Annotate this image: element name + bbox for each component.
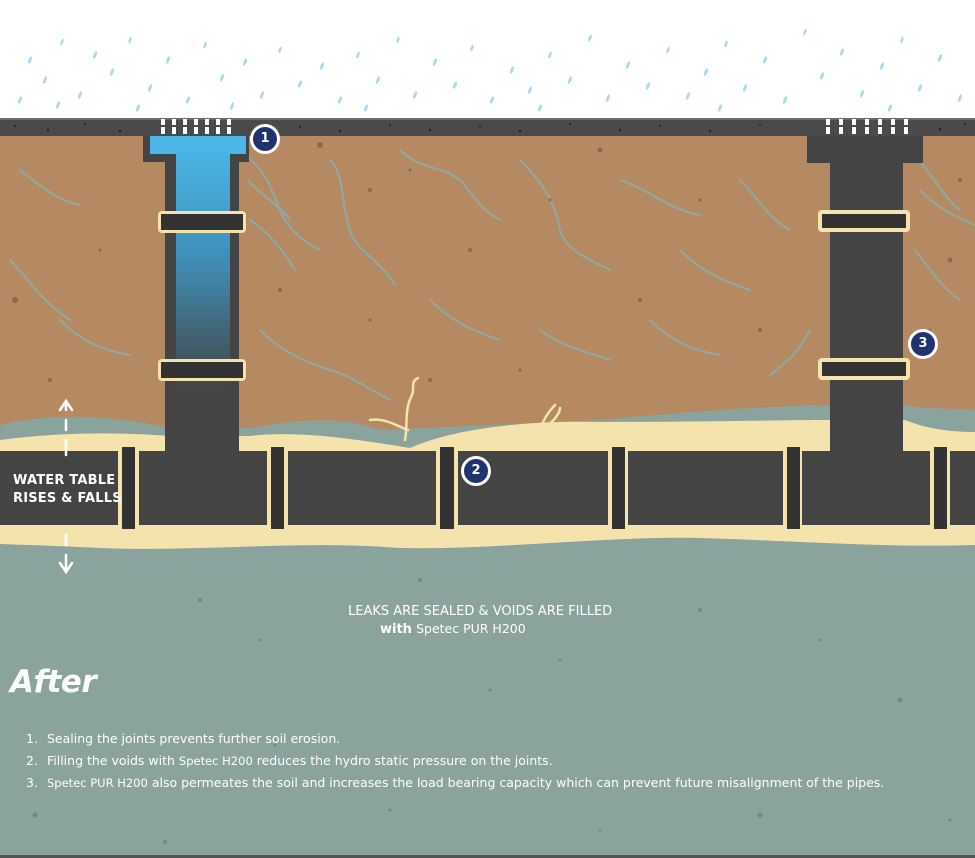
list-item: 2. Filling the voids with Spetec H200 re… — [26, 753, 553, 768]
rain-icon — [18, 28, 962, 112]
horizontal-pipe — [0, 451, 975, 525]
pipe-joints — [119, 446, 949, 530]
caption-line1: LEAKS ARE SEALED & VOIDS ARE FILLED — [348, 604, 613, 619]
caption-prefix: with — [380, 622, 412, 637]
pavement-gravel — [14, 123, 966, 133]
caption-line2: with Spetec PUR H200 — [300, 620, 682, 638]
groundwater-specks — [32, 578, 952, 844]
left-drain-grate-icon — [161, 119, 231, 134]
water-table-line1: WATER TABLE — [13, 473, 116, 488]
soil-cracks — [9, 149, 975, 401]
water-table-arrow-icon — [58, 398, 74, 575]
callout-badge-1: 1 — [250, 124, 280, 154]
grout-permeation-cracks — [368, 376, 562, 442]
left-vertical-pipe — [143, 136, 249, 456]
water-table-label: WATER TABLE RISES & FALLS — [13, 472, 122, 508]
brand-name: Spetec PUR H200 — [46, 776, 148, 790]
soil-layer — [0, 136, 975, 436]
page-title: After — [10, 664, 97, 700]
diagram-caption: LEAKS ARE SEALED & VOIDS ARE FILLED with… — [300, 603, 682, 638]
callout-badge-2: 2 — [461, 456, 491, 486]
list-item: 1. Sealing the joints prevents further s… — [26, 731, 341, 746]
brand-name: Spetec H200 — [178, 754, 253, 768]
list-item: 3. Spetec PUR H200 also permeates the so… — [26, 775, 885, 790]
callout-badge-3: 3 — [908, 329, 938, 359]
water-table-line2: RISES & FALLS — [13, 491, 122, 506]
soil-specks — [12, 142, 962, 382]
sky — [0, 0, 975, 120]
right-vertical-pipe — [807, 136, 923, 456]
steps-list: 1. Sealing the joints prevents further s… — [26, 728, 884, 794]
caption-brand: Spetec PUR H200 — [416, 621, 526, 636]
pavement — [0, 118, 975, 136]
right-drain-grate-icon — [826, 119, 908, 134]
